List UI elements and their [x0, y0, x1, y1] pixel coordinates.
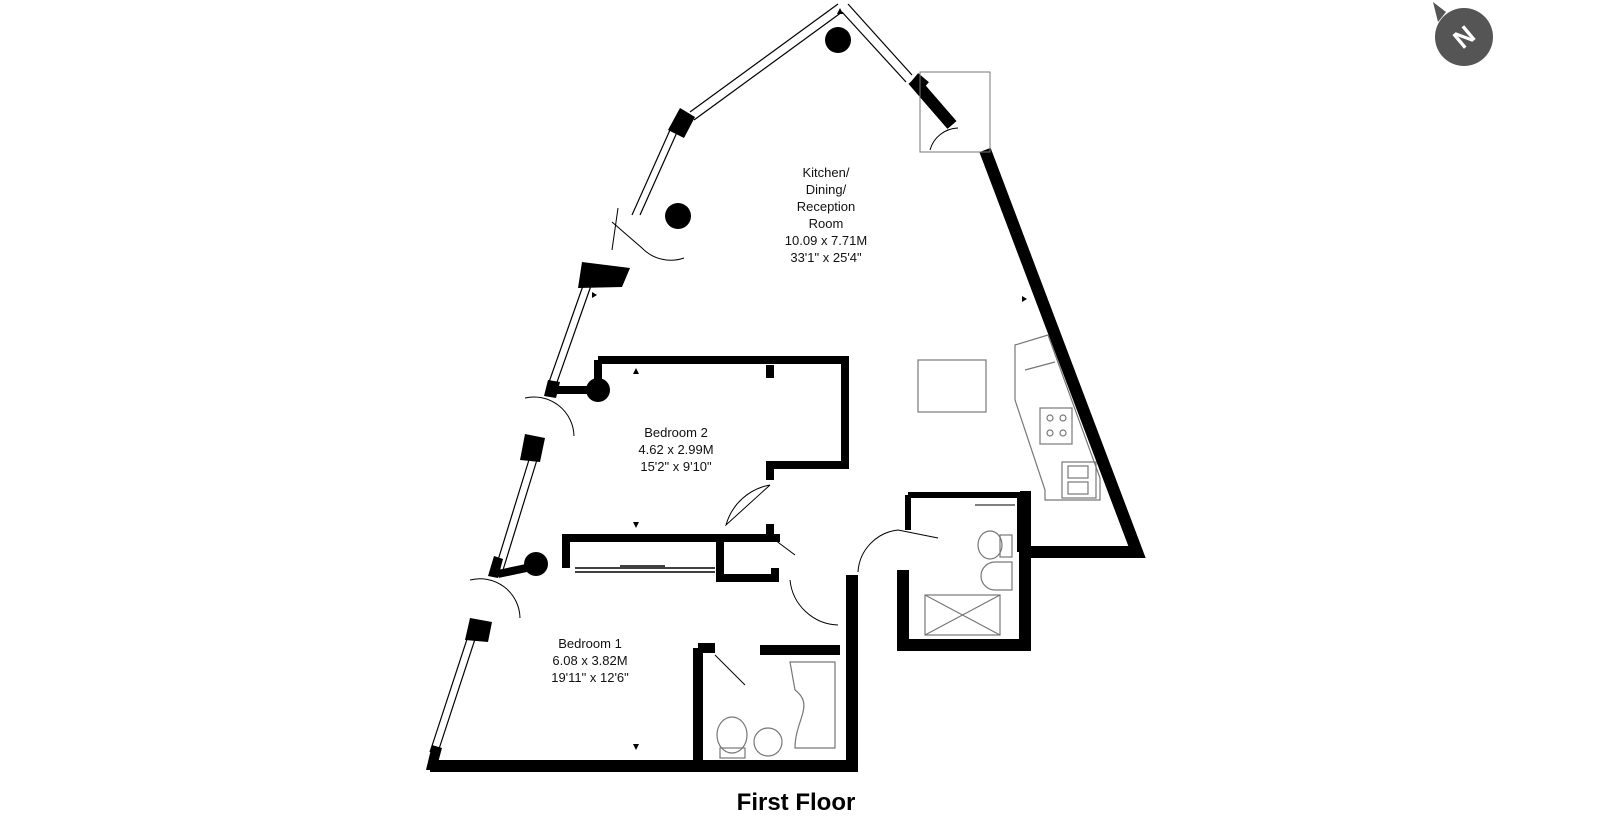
balcony-outline: [919, 71, 991, 153]
floor-title: First Floor: [737, 789, 856, 816]
columns: [524, 27, 851, 576]
bedroom2-name: Bedroom 2: [644, 425, 708, 440]
kitchen-line-4: Room: [809, 216, 844, 231]
kitchen-counter: [1014, 334, 1101, 501]
kitchen-line-1: Kitchen/: [803, 165, 850, 180]
wall-piers: [426, 73, 929, 770]
kitchen-line-3: Reception: [797, 199, 856, 214]
bedroom1-dimensions-metric: 6.08 x 3.82M: [552, 653, 627, 668]
direction-markers: [592, 8, 1027, 750]
bathroom2-fixtures: [924, 530, 1013, 636]
kitchen-label: Kitchen/ Dining/ Reception Room 10.09 x …: [785, 165, 867, 265]
left-windows: [429, 3, 913, 753]
bathroom1-walls: [693, 643, 840, 766]
north-compass-icon: N: [1433, 2, 1493, 66]
outer-walls: [430, 76, 1146, 772]
bedroom1-dimensions-imperial: 19'11" x 12'6": [551, 670, 629, 685]
bedroom2-walls: [594, 356, 849, 538]
kitchen-dimensions-imperial: 33'1" x 25'4": [790, 250, 862, 265]
kitchen-island: [917, 359, 987, 413]
kitchen-line-2: Dining/: [806, 182, 847, 197]
bedroom1-name: Bedroom 1: [558, 636, 622, 651]
door-swings: [469, 127, 1015, 686]
bathroom1-fixtures: [716, 661, 836, 759]
bedroom2-label: Bedroom 2 4.62 x 2.99M 15'2" x 9'10": [638, 425, 713, 474]
kitchen-dimensions-metric: 10.09 x 7.71M: [785, 233, 867, 248]
bedroom2-dimensions-imperial: 15'2" x 9'10": [640, 459, 712, 474]
bedroom2-dimensions-metric: 4.62 x 2.99M: [638, 442, 713, 457]
column-links: [497, 386, 598, 578]
bedroom1-label: Bedroom 1 6.08 x 3.82M 19'11" x 12'6": [551, 636, 629, 685]
bedroom1-top-walls: [562, 534, 780, 582]
